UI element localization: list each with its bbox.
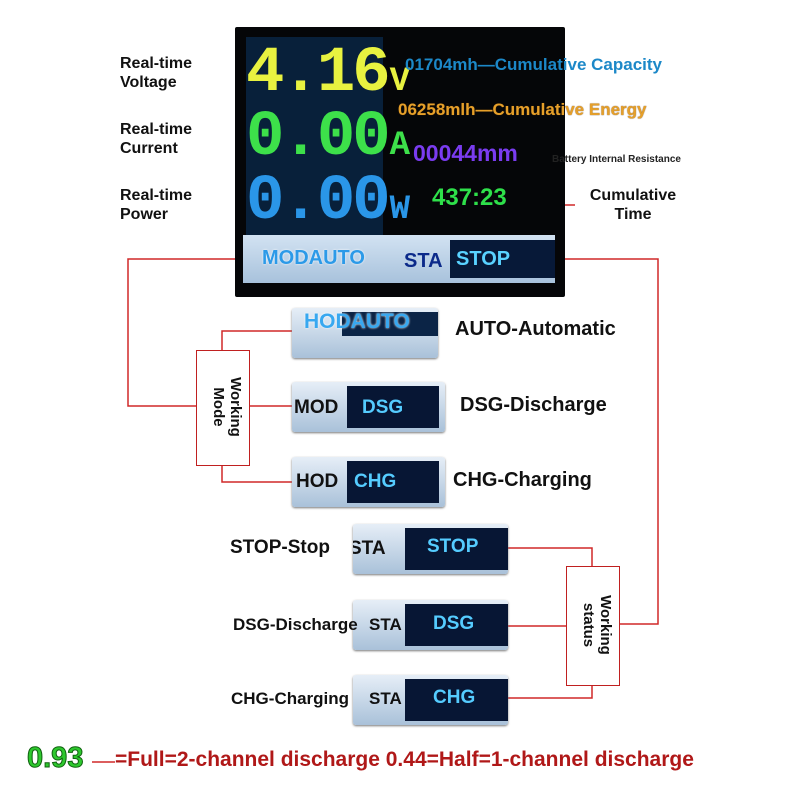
status-card-dsg-right: DSG — [433, 613, 475, 634]
readings-panel — [246, 37, 383, 235]
status-card-dsg-left: STA — [369, 615, 402, 634]
status-bar-state-panel — [450, 240, 555, 278]
mode-card-chg-right: CHG — [354, 471, 397, 492]
status-card-chg: STA CHG — [353, 675, 508, 725]
voltage-unit: V — [389, 63, 411, 101]
footer-value: 0.93 — [26, 742, 84, 775]
status-card-stop-right: STOP — [427, 536, 479, 557]
mode-chg-description: CHG-Charging — [453, 469, 592, 491]
mode-dsg-description: DSG-Discharge — [460, 394, 607, 416]
status-card-dsg: STA DSG — [353, 600, 508, 650]
status-card-stop-left: STA — [353, 538, 386, 559]
working-status-label: Working status — [580, 595, 614, 655]
mode-card-chg: HOD CHG — [292, 457, 445, 507]
mode-card-auto: HODAUTO — [292, 308, 438, 358]
power-readout: 0.00W — [246, 166, 410, 238]
mode-card-dsg-left: MOD — [294, 397, 339, 418]
power-unit: W — [389, 191, 411, 229]
mode-card-auto-text: HODAUTO — [304, 310, 410, 333]
cumulative-capacity: 01704mh—Cumulative Capacity — [405, 55, 662, 74]
working-status-box — [566, 566, 620, 686]
mode-auto-description: AUTO-Automatic — [455, 318, 616, 340]
working-mode-label: Working Mode — [210, 377, 244, 437]
status-card-chg-left: STA — [369, 689, 402, 708]
mode-card-dsg-panel — [347, 386, 439, 428]
mode-card-dsg: MOD DSG — [292, 382, 445, 432]
status-card-stop: STA STOP — [353, 524, 508, 574]
cumulative-time-label: Cumulative Time — [589, 187, 677, 223]
status-card-dsg-panel — [405, 604, 508, 646]
current-value: 0.00 — [246, 102, 391, 174]
status-dsg-description: DSG-Discharge — [233, 615, 358, 634]
internal-resistance-value: 00044mm — [413, 140, 518, 166]
internal-resistance-label: Battery Internal Resistance — [552, 154, 681, 165]
status-stop-description: STOP-Stop — [230, 537, 330, 558]
status-bar-mode: MODAUTO — [262, 247, 365, 269]
cumulative-time-value: 437:23 — [432, 184, 507, 211]
working-mode-box — [196, 350, 250, 466]
status-chg-description: CHG-Charging — [231, 689, 350, 708]
power-label: Real-time Power — [120, 187, 193, 223]
mode-card-chg-left: HOD — [296, 471, 339, 492]
mode-card-auto-panel — [342, 312, 438, 336]
power-value: 0.00 — [246, 166, 391, 238]
current-label: Real-time Current — [120, 121, 193, 157]
footer-text: =Full=2-channel discharge 0.44=Half=1-ch… — [115, 748, 694, 771]
status-card-chg-panel — [405, 679, 508, 721]
mode-card-chg-panel — [347, 461, 439, 503]
current-unit: A — [389, 127, 411, 165]
status-card-stop-panel — [405, 528, 508, 570]
status-bar-sta: STA — [404, 250, 443, 272]
current-readout: 0.00A — [246, 102, 410, 174]
status-bar-state: STOP — [456, 248, 511, 270]
cumulative-energy: 06258mlh—Cumulative Energy — [398, 100, 647, 119]
voltage-readout: 4.16V — [246, 38, 410, 110]
voltage-label: Real-time Voltage — [120, 55, 193, 91]
status-card-chg-right: CHG — [433, 687, 476, 708]
voltage-value: 4.16 — [246, 38, 391, 110]
mode-card-dsg-right: DSG — [362, 397, 404, 418]
